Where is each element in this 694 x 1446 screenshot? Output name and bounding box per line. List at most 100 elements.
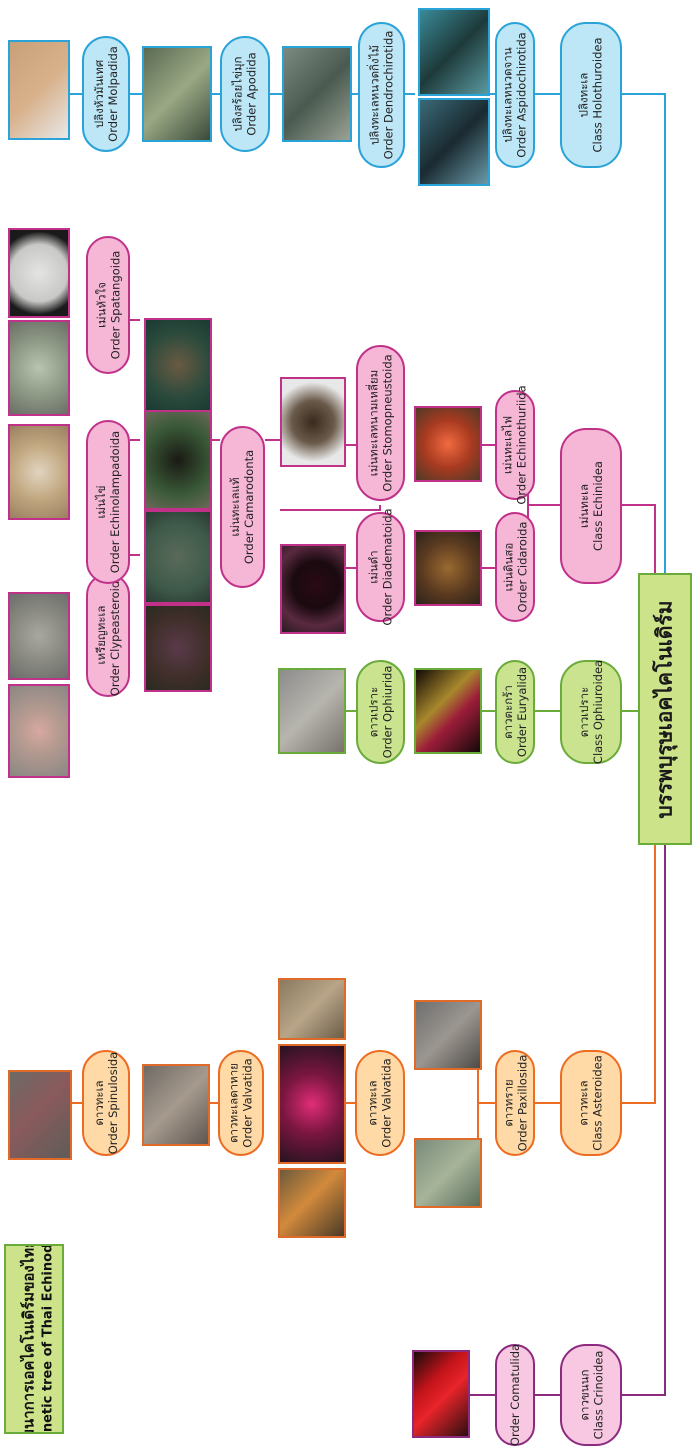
- node-thai-label: เม่นดินสอ: [501, 522, 515, 613]
- node-latin-label: Order Echinothuriida: [515, 385, 529, 504]
- node-thai-label: เม่นทะเลหนามเหลี่ยม: [367, 354, 381, 491]
- node-thai-label: ดาวทะเลดาหาย: [227, 1058, 241, 1147]
- node-latin-label: Order Valvatida: [241, 1058, 255, 1147]
- node-latin-label: Order Molpadida: [106, 46, 120, 142]
- photo-sea-star-2: [278, 978, 346, 1040]
- node-latin-label: Order Comatulida: [508, 1344, 522, 1446]
- node-latin-label: Class Asteroidea: [591, 1055, 605, 1150]
- node-latin-label: Order Euryalida: [515, 667, 529, 757]
- node-thai-label: ดาวทะเล: [366, 1058, 380, 1147]
- node-latin-label: Order Valvatida: [380, 1058, 394, 1147]
- photo-molpadid: [8, 40, 70, 140]
- photo-true-urchin-2: [144, 410, 212, 510]
- node-latin-label: Order Spinulosida: [106, 1052, 120, 1154]
- node-latin-label: Order Stomopneustoida: [381, 354, 395, 491]
- node-order-clypeasteroida: เหรียญทะเลOrder Clypeasteroida: [86, 573, 130, 697]
- node-order-dendrochirotida: ปลิงทะเลหนวดกิ่งไม้Order Dendrochirotida: [358, 22, 405, 168]
- node-thai-label: ปลิงสร้อยไข่มุก: [231, 52, 245, 135]
- node-latin-label: Class Echinidea: [591, 461, 605, 551]
- node-latin-label: Order Camarodonta: [243, 450, 257, 564]
- node-latin-label: Order Ophiurida: [381, 666, 395, 759]
- photo-sand-dollar-2: [8, 592, 70, 680]
- root-label: บรรพบุรุษเอคไคโนเดิร์ม: [649, 600, 682, 818]
- node-thai-label: ดาวเปราะ: [367, 666, 381, 759]
- node-latin-label: Class Holothuroidea: [591, 37, 605, 152]
- photo-stomopneustoid-urchin: [280, 377, 346, 467]
- photo-spinulosida-star: [8, 1070, 72, 1160]
- title-thai: ต้นไม้วิวัฒนาการเอคไคโนเดิร์มของไทย: [17, 1244, 41, 1434]
- node-latin-label: Class Crinoidea: [591, 1351, 605, 1440]
- node-latin-label: Order Spatangoida: [108, 251, 122, 360]
- photo-sand-dollar-1: [8, 684, 70, 778]
- node-thai-label: ดาวทะเล: [577, 1055, 591, 1150]
- node-order-echinolampadoida: เม่นไข่Order Echinolampadoida: [86, 420, 130, 584]
- photo-sand-star-1: [414, 1000, 482, 1070]
- photo-true-urchin-1: [144, 318, 212, 412]
- node-order-camarodonta: เม่นทะเลแท้Order Camarodonta: [220, 426, 265, 588]
- node-thai-label: เม่นทะเล: [577, 461, 591, 551]
- node-latin-label: Order Echinolampadoida: [108, 431, 122, 573]
- node-thai-label: ปลิงหัวมันเทศ: [92, 46, 106, 142]
- node-class-ophiuroidea: ดาวเปราะClass Ophiuroidea: [560, 660, 622, 764]
- node-thai-label: ดาวทะเล: [92, 1052, 106, 1154]
- node-thai-label: ปลิงทะเลหนวดจาน: [501, 32, 515, 157]
- node-order-comatulida: Order Comatulida: [495, 1344, 535, 1446]
- node-latin-label: Order Apodida: [245, 52, 259, 135]
- node-latin-label: Order Cidaroida: [515, 522, 529, 613]
- diagram-title: ต้นไม้วิวัฒนาการเอคไคโนเดิร์มของไทย (Phy…: [4, 1244, 64, 1434]
- photo-pencil-urchin: [414, 530, 482, 606]
- node-thai-label: เม่นไข่: [94, 431, 108, 573]
- photo-heart-urchin-2: [8, 228, 70, 318]
- root-ancestor-node: บรรพบุรุษเอคไคโนเดิร์ม: [638, 573, 692, 845]
- photo-sea-cucumber-1: [418, 98, 490, 186]
- node-thai-label: ดาวขนนก: [577, 1351, 591, 1440]
- photo-true-urchin-3: [144, 510, 212, 604]
- node-thai-label: เม่นดำ: [367, 508, 381, 625]
- photo-black-urchin: [280, 544, 346, 634]
- node-thai-label: ดาวตะกร้า: [501, 667, 515, 757]
- node-latin-label: Order Dendrochirotida: [382, 31, 396, 160]
- photo-feather-star: [412, 1350, 470, 1438]
- node-thai-label: ปลิงทะเลหนวดกิ่งไม้: [368, 31, 382, 160]
- photo-sea-cucumber-2: [418, 8, 490, 96]
- node-thai-label: เม่นทะเลแท้: [229, 450, 243, 564]
- photo-sand-star-2: [414, 1138, 482, 1208]
- node-latin-label: Order Aspidochirotida: [515, 32, 529, 157]
- photo-heart-urchin-1: [8, 320, 70, 416]
- node-thai-label: ปลิงทะเล: [577, 37, 591, 152]
- node-thai-label: เหรียญทะเล: [94, 574, 108, 696]
- title-english: (Phylogenetic tree of Thai Echinodermata…: [41, 1244, 56, 1434]
- photo-crown-of-thorns: [278, 1044, 346, 1164]
- node-thai-label: ดาวเปราะ: [577, 660, 591, 764]
- photo-sea-star-1: [278, 1168, 346, 1238]
- photo-brittle-star: [278, 668, 346, 754]
- node-order-diadematoida: เม่นดำOrder Diadematoida: [356, 512, 405, 622]
- photo-true-urchin-4: [144, 604, 212, 692]
- photo-basket-star: [414, 668, 482, 754]
- photo-egg-urchin: [8, 424, 70, 520]
- photo-apodid: [142, 46, 212, 142]
- node-thai-label: ดาวทราย: [501, 1055, 515, 1152]
- photo-cushion-star: [142, 1064, 210, 1146]
- node-latin-label: Order Paxillosida: [515, 1055, 529, 1152]
- node-thai-label: เม่นหัวใจ: [94, 251, 108, 360]
- photo-dendrochirotid: [282, 46, 352, 142]
